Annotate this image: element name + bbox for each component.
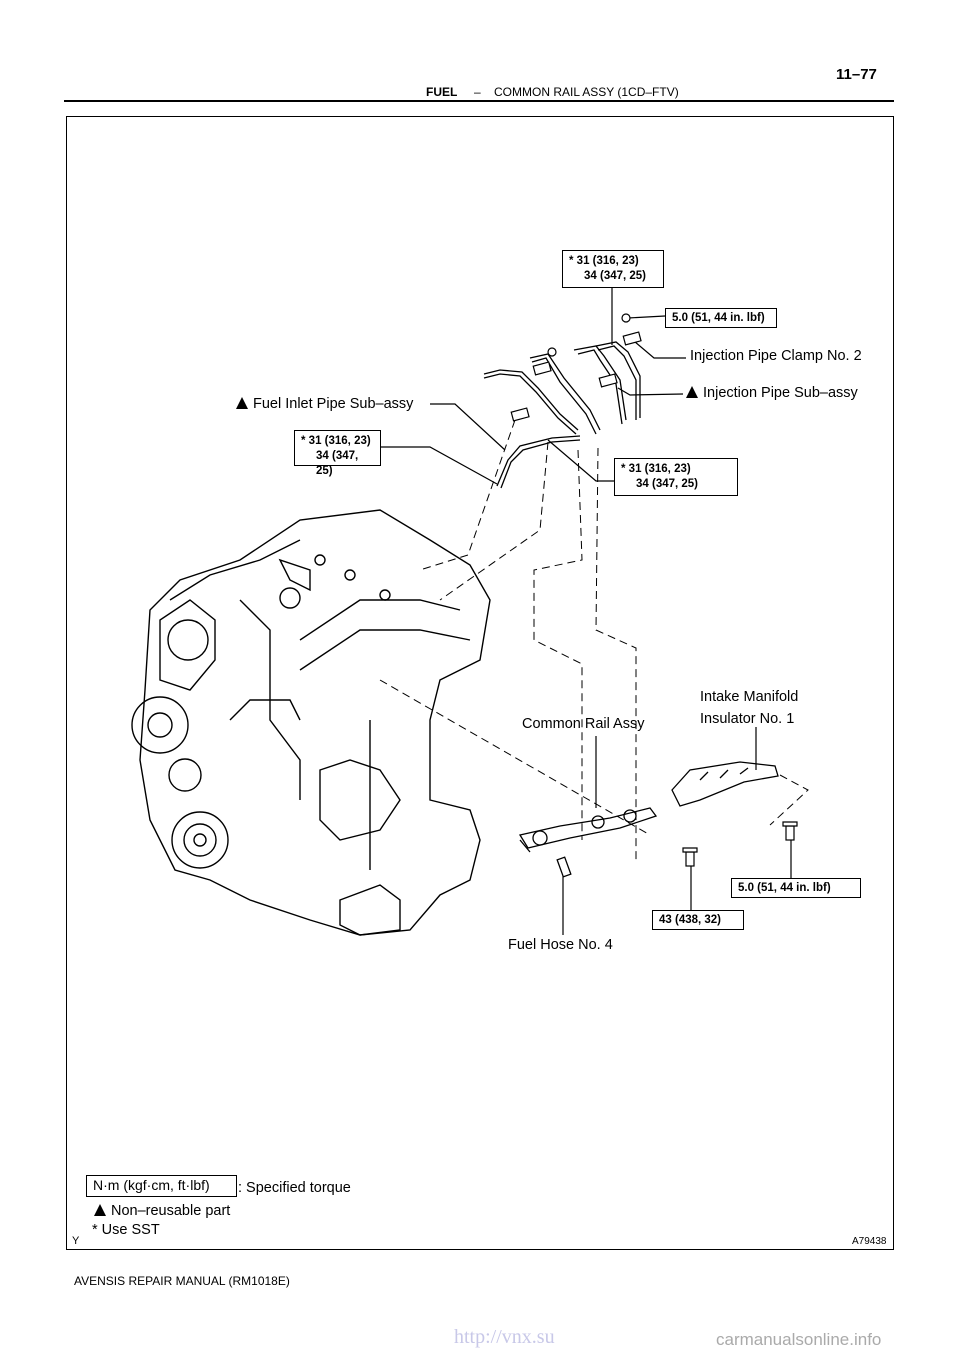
label-common-rail: Common Rail Assy — [522, 716, 645, 732]
torque-value: 34 (347, 25) — [636, 478, 699, 490]
leader-line — [617, 387, 684, 396]
manual-footer: AVENSIS REPAIR MANUAL (RM1018E) — [74, 1274, 290, 1288]
torque-spec-top: * 31 (316, 23) 34 (347, 25) — [562, 250, 664, 288]
legend-unit-text: N·m (kgf·cm, ft·lbf) — [93, 1177, 210, 1193]
figure-code: A79438 — [852, 1236, 887, 1247]
torque-value: * 31 (316, 23) — [569, 255, 639, 267]
header-dash: – — [474, 85, 481, 99]
section-title: FUEL — [426, 85, 458, 99]
label-text: Fuel Inlet Pipe Sub–assy — [253, 396, 414, 412]
label-injection-pipe-clamp: Injection Pipe Clamp No. 2 — [690, 348, 862, 364]
legend-text: Non–reusable part — [111, 1203, 231, 1219]
torque-value: 43 (438, 32) — [659, 914, 722, 926]
page-number: 11–77 — [836, 66, 877, 83]
leader-line — [627, 335, 686, 359]
watermark-site[interactable]: carmanualsonline.info — [716, 1330, 882, 1349]
torque-spec-insulator: 5.0 (51, 44 in. lbf) — [731, 878, 861, 898]
header-rule — [64, 100, 894, 102]
label-injection-pipe: Injection Pipe Sub–assy — [686, 385, 858, 401]
torque-value: * 31 (316, 23) — [301, 435, 371, 447]
torque-value: 5.0 (51, 44 in. lbf) — [738, 882, 831, 894]
torque-value: 34 (347, 25) — [584, 270, 647, 282]
watermark-url[interactable]: http://vnx.su — [454, 1326, 555, 1348]
legend-unit-box: N·m (kgf·cm, ft·lbf) — [86, 1175, 237, 1197]
frame-corner-letter: Y — [72, 1235, 80, 1247]
torque-spec-clamp: 5.0 (51, 44 in. lbf) — [665, 308, 777, 328]
legend-use-sst: * Use SST — [92, 1222, 160, 1238]
page-subtitle: COMMON RAIL ASSY (1CD–FTV) — [494, 85, 679, 99]
torque-value: * 31 (316, 23) — [621, 463, 691, 475]
label-intake-manifold: Intake Manifold Insulator No. 1 — [700, 686, 798, 730]
label-text: Injection Pipe Sub–assy — [703, 385, 858, 401]
torque-spec-inlet: * 31 (316, 23) 34 (347, 25) — [294, 430, 381, 477]
non-reusable-icon — [686, 386, 698, 398]
legend-specified-torque: : Specified torque — [238, 1180, 351, 1196]
legend-non-reusable: Non–reusable part — [94, 1203, 230, 1219]
non-reusable-icon — [94, 1204, 106, 1216]
leader-line — [627, 315, 666, 319]
label-text: Insulator No. 1 — [700, 711, 795, 727]
leader-line — [430, 403, 506, 451]
figure-frame — [66, 116, 894, 1250]
torque-spec-rail: 43 (438, 32) — [652, 910, 744, 930]
non-reusable-icon — [236, 397, 248, 409]
label-fuel-inlet-pipe: Fuel Inlet Pipe Sub–assy — [236, 396, 413, 412]
torque-value: 5.0 (51, 44 in. lbf) — [672, 312, 765, 324]
torque-value: 34 (347, 25) — [316, 450, 359, 477]
label-fuel-hose: Fuel Hose No. 4 — [508, 937, 613, 953]
leader-line — [547, 439, 614, 482]
label-text: Intake Manifold — [700, 689, 799, 705]
torque-spec-pipe: * 31 (316, 23) 34 (347, 25) — [614, 458, 738, 496]
leader-line — [381, 446, 498, 485]
